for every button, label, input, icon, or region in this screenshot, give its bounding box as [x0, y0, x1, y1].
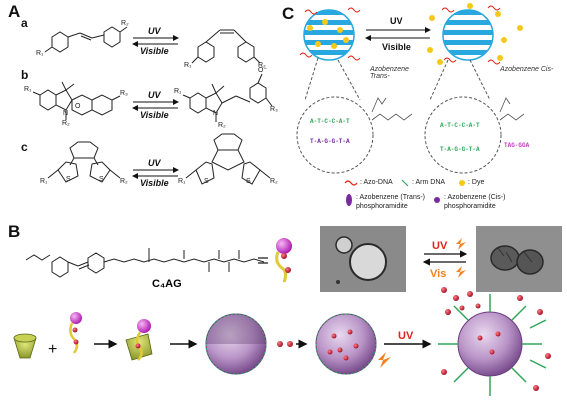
uv-label-a: UV [148, 26, 161, 36]
azo-cis-tag: Azobenzene Cis- [500, 66, 554, 73]
amphiphile-model [275, 238, 292, 283]
dna-seq: A-T-C-C-A-T [310, 118, 350, 125]
r-label: R₂ [62, 120, 70, 127]
red-dots-input [277, 341, 293, 347]
r-label: R₃ [120, 90, 128, 97]
merocyanine-structure [182, 73, 273, 122]
atom-label-s: S [204, 178, 209, 185]
r-label: R₁ [24, 86, 32, 93]
diarylethene-open-structure [47, 141, 121, 183]
amphiphile-small [69, 312, 82, 354]
atom-label-s: S [66, 176, 71, 183]
spiropyran-structure [32, 81, 121, 120]
visible-label-c: Visible [140, 178, 169, 188]
azobenzene-cis-structure [191, 29, 261, 64]
r-label: R₂ [121, 20, 129, 27]
atom-label-o: O [75, 103, 81, 110]
r-label: R₂ [120, 178, 128, 185]
legend-phos-1: phosphoramidite [356, 203, 408, 210]
subpanel-label-a: a [21, 16, 28, 30]
r-label: R₁ [174, 88, 182, 95]
legend-azo-dna: : Azo-DNA [360, 179, 393, 186]
legend-trans: : Azobenzene (Trans-) [356, 194, 425, 201]
cyclodextrin-cup [13, 333, 37, 359]
r-label: R₂ [258, 62, 266, 69]
c4ag-structure [25, 248, 265, 278]
r-label: R₃ [270, 106, 278, 113]
atom-label-o-minus: O⁻ [258, 67, 268, 74]
r-label: R₁ [40, 178, 48, 185]
atom-label-s: S [246, 178, 251, 185]
subpanel-label-b: b [21, 68, 29, 82]
c4ag-label: C₄AG [152, 278, 182, 290]
legend-cis: : Azobenzene (Cis-) [444, 194, 506, 201]
nanoparticle-trans [299, 7, 361, 61]
vesicle-loaded [315, 313, 377, 375]
host-guest-complex [125, 319, 153, 361]
dna-seq: T-A-G-G-T-A [440, 146, 480, 153]
legend-arm-dna: : Arm DNA [412, 179, 446, 186]
atom-label-s: S [99, 176, 104, 183]
legend-dye: : Dye [468, 179, 485, 186]
r-label: R₂ [270, 178, 278, 185]
uv-label-c: UV [148, 158, 161, 168]
switch-arrows-b-panel [422, 250, 468, 266]
r-label: R₂ [218, 122, 226, 129]
r-label: R₁ [178, 178, 186, 185]
atom-label-n-plus: N [213, 110, 219, 117]
diarylethene-closed-structure [185, 133, 271, 185]
switch-arrows-panel-c [365, 27, 431, 41]
dna-seq: TAG-GGA [504, 142, 530, 149]
dna-seq: T-A-G-G-T-A [310, 138, 350, 145]
switch-arrows-a [132, 35, 179, 47]
equals-sign [258, 257, 268, 264]
visible-label-b: Visible [140, 110, 169, 120]
visible-label-panel-c: Visible [382, 42, 411, 52]
atom-label-n: N [63, 110, 69, 117]
tem-image-burst [476, 226, 562, 292]
panel-label-b: B [8, 222, 21, 241]
uv-label-panel-c: UV [390, 16, 403, 26]
uv-label-b: UV [148, 90, 161, 100]
r-label: R₁ [36, 50, 44, 57]
switch-arrows-c [132, 167, 179, 179]
zoom-circles [296, 57, 502, 174]
uv-label-bottom: UV [398, 330, 414, 342]
red-dots-release [441, 287, 481, 311]
legend-phos-2: phosphoramidite [444, 203, 496, 210]
switch-arrows-b [132, 99, 179, 111]
nanoparticle-cis [427, 3, 523, 65]
vesicle-release [438, 294, 551, 396]
plus-sign: + [48, 341, 57, 358]
visible-label-a: Visible [140, 46, 169, 56]
legend-icons [344, 179, 465, 206]
vesicle-empty [205, 313, 267, 375]
tem-image-vesicles [320, 226, 406, 292]
panel-label-a: A [8, 2, 21, 21]
azo-trans-tag: Azobenzene Trans- [370, 66, 409, 80]
r-label: R₁ [184, 62, 192, 69]
uv-label-b-panel: UV [432, 240, 448, 252]
dna-seq: A-T-C-C-A-T [440, 122, 480, 129]
panel-label-c: C [282, 4, 295, 23]
lightning-icons [378, 238, 466, 368]
azobenzene-strand-cis [499, 97, 525, 121]
azobenzene-trans-structure [44, 26, 128, 53]
vis-label-b-panel: Vis [430, 268, 447, 280]
subpanel-label-c: c [21, 140, 28, 154]
azobenzene-strand-trans [371, 97, 413, 121]
